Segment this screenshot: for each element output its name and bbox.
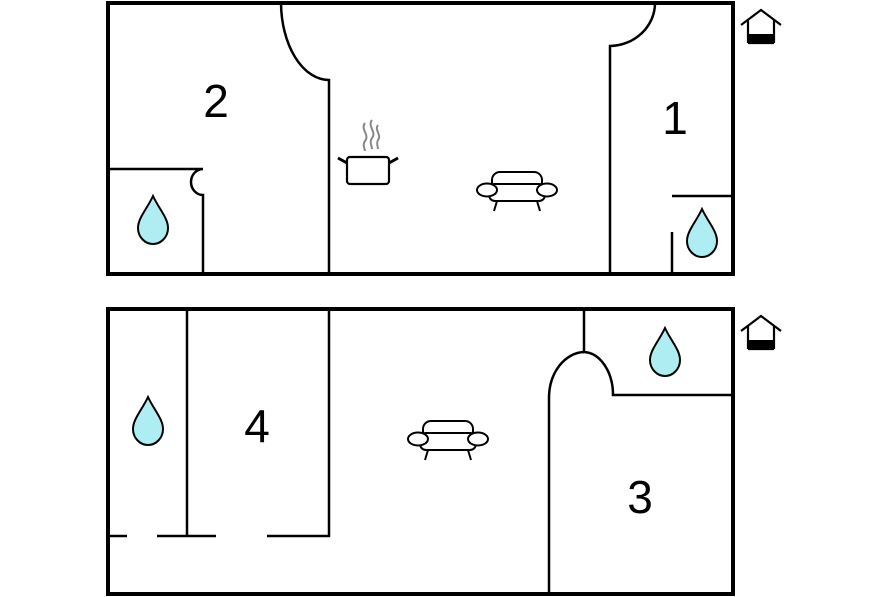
room-3-wall <box>547 350 585 594</box>
room-2-wall <box>279 2 331 274</box>
room-1-wall <box>608 2 657 274</box>
sofa-icon <box>407 420 489 461</box>
room-label: 1 <box>662 92 688 144</box>
sofa-icon <box>476 171 558 212</box>
room-label: 4 <box>244 400 270 452</box>
room-label: 2 <box>203 75 229 127</box>
bathroom-drop-icon <box>137 195 169 245</box>
floor-upper: 4 3 <box>106 307 783 596</box>
bathroom-right-wall <box>670 194 733 274</box>
room-4-wall <box>267 309 331 538</box>
bathroom-right-wall <box>582 309 733 397</box>
kitchen-pot-icon <box>337 119 399 186</box>
floor-level-house-icon <box>739 8 783 45</box>
bathroom-drop-icon <box>649 327 681 377</box>
floor-ground: 2 1 <box>106 1 783 276</box>
outer-wall <box>106 307 735 596</box>
bathroom-drop-icon <box>132 396 164 446</box>
floor-level-house-icon <box>739 314 783 351</box>
bathroom-drop-icon <box>686 208 718 258</box>
outer-wall <box>106 1 735 276</box>
room-label: 3 <box>627 471 653 523</box>
bathroom-left-wall <box>108 167 205 274</box>
